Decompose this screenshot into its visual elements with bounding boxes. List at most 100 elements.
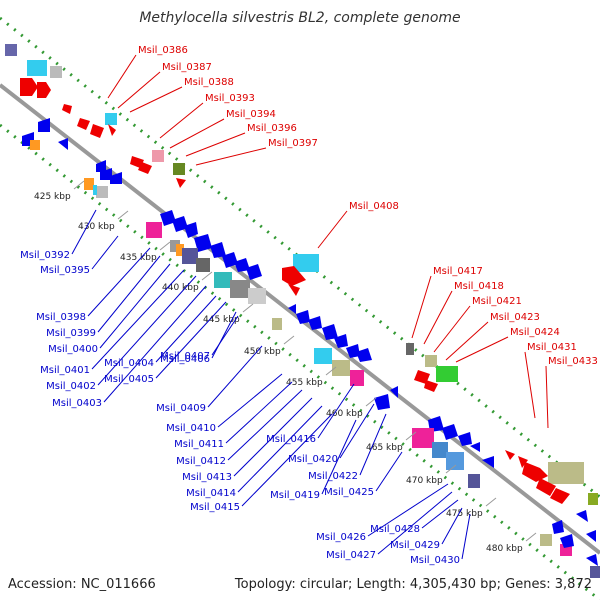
feature-arrow[interactable] [288,304,296,314]
reverse-gene-label[interactable]: Msil_0429 [390,540,440,551]
feature-arrow[interactable] [210,242,226,258]
feature-arrow[interactable] [176,178,186,188]
feature-block[interactable] [406,343,414,355]
feature-block[interactable] [425,355,437,367]
feature-arrow[interactable] [38,118,50,132]
feature-block[interactable] [152,150,164,162]
feature-arrow[interactable] [184,222,198,238]
feature-block[interactable] [432,442,448,458]
forward-gene-label[interactable]: Msil_0424 [510,327,560,338]
reverse-gene-label[interactable]: Msil_0399 [46,328,96,339]
reverse-gene-label[interactable]: Msil_0430 [410,555,460,566]
forward-gene-label[interactable]: Msil_0423 [490,312,540,323]
reverse-gene-label[interactable]: Msil_0416 [266,434,316,445]
feature-arrow[interactable] [560,534,574,548]
reverse-gene-label[interactable]: Msil_0402 [46,381,96,392]
feature-arrow[interactable] [470,442,480,452]
feature-arrow[interactable] [20,78,38,96]
reverse-gene-label[interactable]: Msil_0392 [20,250,70,261]
feature-arrow[interactable] [586,554,598,566]
feature-block[interactable] [293,254,319,272]
feature-arrow[interactable] [138,162,152,174]
feature-block[interactable] [93,185,97,195]
reverse-gene-label[interactable]: Msil_0422 [308,471,358,482]
forward-gene-label[interactable]: Msil_0386 [138,45,188,56]
feature-arrow[interactable] [58,138,68,150]
forward-gene-label[interactable]: Msil_0408 [349,201,399,212]
feature-arrow[interactable] [458,432,472,446]
forward-gene-label[interactable]: Msil_0396 [247,123,297,134]
feature-block[interactable] [84,178,94,190]
reverse-gene-label[interactable]: Msil_0411 [174,439,224,450]
feature-arrow[interactable] [282,266,306,286]
feature-arrow[interactable] [37,82,51,98]
forward-gene-label[interactable]: Msil_0421 [472,296,522,307]
reverse-gene-label[interactable]: Msil_0410 [166,423,216,434]
reverse-gene-label[interactable]: Msil_0401 [40,365,90,376]
forward-gene-label[interactable]: Msil_0417 [433,266,483,277]
feature-block[interactable] [214,272,232,288]
reverse-gene-label[interactable]: Msil_0419 [270,490,320,501]
feature-block[interactable] [436,366,458,382]
feature-arrow[interactable] [390,386,398,398]
feature-arrow[interactable] [586,530,596,542]
feature-arrow[interactable] [110,172,122,184]
feature-arrow[interactable] [505,450,515,460]
reverse-gene-label[interactable]: Msil_0398 [36,312,86,323]
feature-block[interactable] [590,566,600,578]
feature-arrow[interactable] [550,488,570,504]
feature-arrow[interactable] [424,380,438,392]
feature-block[interactable] [182,248,198,264]
feature-arrow[interactable] [374,394,390,410]
feature-arrow[interactable] [296,310,310,324]
reverse-gene-label[interactable]: Msil_0406 [160,354,210,365]
feature-arrow[interactable] [308,316,322,330]
reverse-gene-label[interactable]: Msil_0415 [190,502,240,513]
forward-gene-label[interactable]: Msil_0397 [268,138,318,149]
feature-block[interactable] [96,186,108,198]
reverse-gene-label[interactable]: Msil_0395 [40,265,90,276]
feature-arrow[interactable] [536,478,556,496]
feature-block[interactable] [540,534,552,546]
feature-arrow[interactable] [518,456,528,468]
feature-arrow[interactable] [246,264,262,280]
feature-block[interactable] [314,348,332,364]
feature-arrow[interactable] [96,160,106,172]
forward-gene-label[interactable]: Msil_0388 [184,77,234,88]
feature-block[interactable] [30,140,40,150]
reverse-gene-label[interactable]: Msil_0412 [176,456,226,467]
feature-arrow[interactable] [334,334,348,348]
reverse-gene-label[interactable]: Msil_0407 [160,351,210,362]
reverse-gene-label[interactable]: Msil_0425 [324,487,374,498]
reverse-gene-label[interactable]: Msil_0427 [326,550,376,561]
feature-arrow[interactable] [288,284,300,296]
reverse-gene-label[interactable]: Msil_0413 [182,472,232,483]
feature-arrow[interactable] [442,424,458,440]
reverse-gene-label[interactable]: Msil_0400 [48,344,98,355]
feature-arrow[interactable] [482,456,494,468]
feature-block[interactable] [230,280,250,298]
reverse-gene-label[interactable]: Msil_0420 [288,454,338,465]
forward-gene-label[interactable]: Msil_0433 [548,356,598,367]
feature-block[interactable] [332,360,350,376]
feature-arrow[interactable] [346,344,360,358]
feature-block[interactable] [105,113,117,125]
feature-block[interactable] [446,452,464,470]
reverse-gene-label[interactable]: Msil_0403 [52,398,102,409]
feature-arrow[interactable] [576,510,588,522]
feature-arrow[interactable] [100,168,112,180]
feature-arrow[interactable] [160,210,176,226]
feature-arrow[interactable] [234,258,250,272]
reverse-gene-label[interactable]: Msil_0404 [104,358,154,369]
feature-block[interactable] [248,288,266,304]
feature-arrow[interactable] [552,520,564,534]
forward-gene-label[interactable]: Msil_0394 [226,109,276,120]
feature-block[interactable] [5,44,17,56]
feature-arrow[interactable] [77,118,90,130]
feature-block[interactable] [196,258,210,272]
forward-gene-label[interactable]: Msil_0431 [527,342,577,353]
feature-arrow[interactable] [222,252,238,268]
reverse-gene-label[interactable]: Msil_0409 [156,403,206,414]
feature-block[interactable] [588,493,598,505]
forward-gene-label[interactable]: Msil_0418 [454,281,504,292]
